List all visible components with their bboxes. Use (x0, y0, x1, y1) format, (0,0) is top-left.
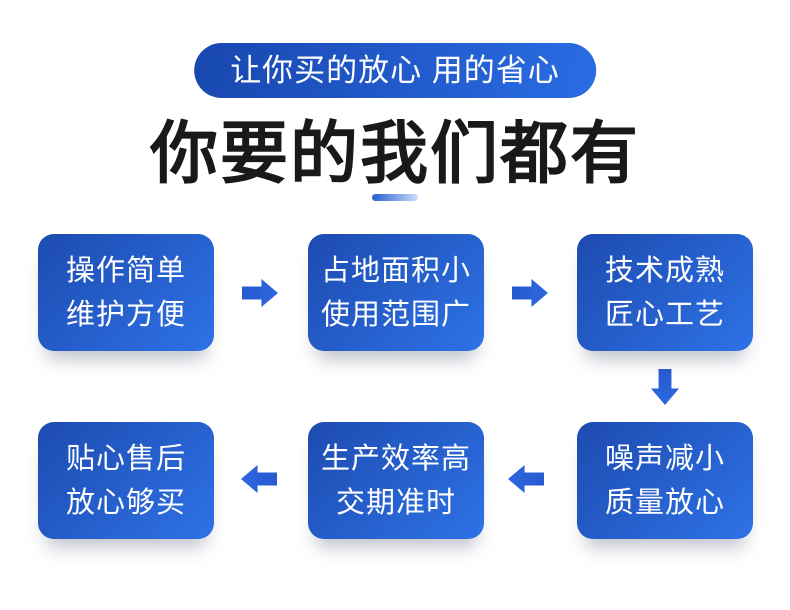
feature-box-small-footprint: 占地面积小 使用范围广 (308, 234, 484, 351)
feature-box-caring-after-sales: 贴心售后 放心够买 (38, 422, 214, 539)
feature-line: 匠心工艺 (604, 298, 725, 331)
feature-line: 放心够买 (65, 486, 186, 519)
arrow-down-icon (651, 369, 679, 405)
feature-line: 噪声减小 (604, 442, 725, 475)
page-title: 你要的我们都有 (149, 116, 640, 192)
feature-line: 使用范围广 (320, 298, 471, 331)
feature-line: 交期准时 (335, 486, 456, 519)
arrow-right-icon (242, 279, 278, 307)
feature-line: 占地面积小 (320, 254, 471, 287)
feature-line: 贴心售后 (65, 442, 186, 475)
arrow-right-icon (512, 279, 548, 307)
feature-line: 生产效率高 (320, 442, 471, 475)
arrow-left-icon (508, 465, 544, 493)
feature-line: 维护方便 (65, 298, 186, 331)
feature-line: 质量放心 (604, 486, 725, 519)
heading-underline (372, 194, 418, 201)
feature-box-mature-technology: 技术成熟 匠心工艺 (577, 234, 753, 351)
feature-line: 操作简单 (65, 254, 186, 287)
feature-line: 技术成熟 (604, 254, 725, 287)
arrow-left-icon (241, 465, 277, 493)
feature-box-high-efficiency: 生产效率高 交期准时 (308, 422, 484, 539)
top-badge: 让你买的放心 用的省心 (194, 43, 596, 98)
feature-box-low-noise: 噪声减小 质量放心 (577, 422, 753, 539)
feature-box-easy-operation: 操作简单 维护方便 (38, 234, 214, 351)
